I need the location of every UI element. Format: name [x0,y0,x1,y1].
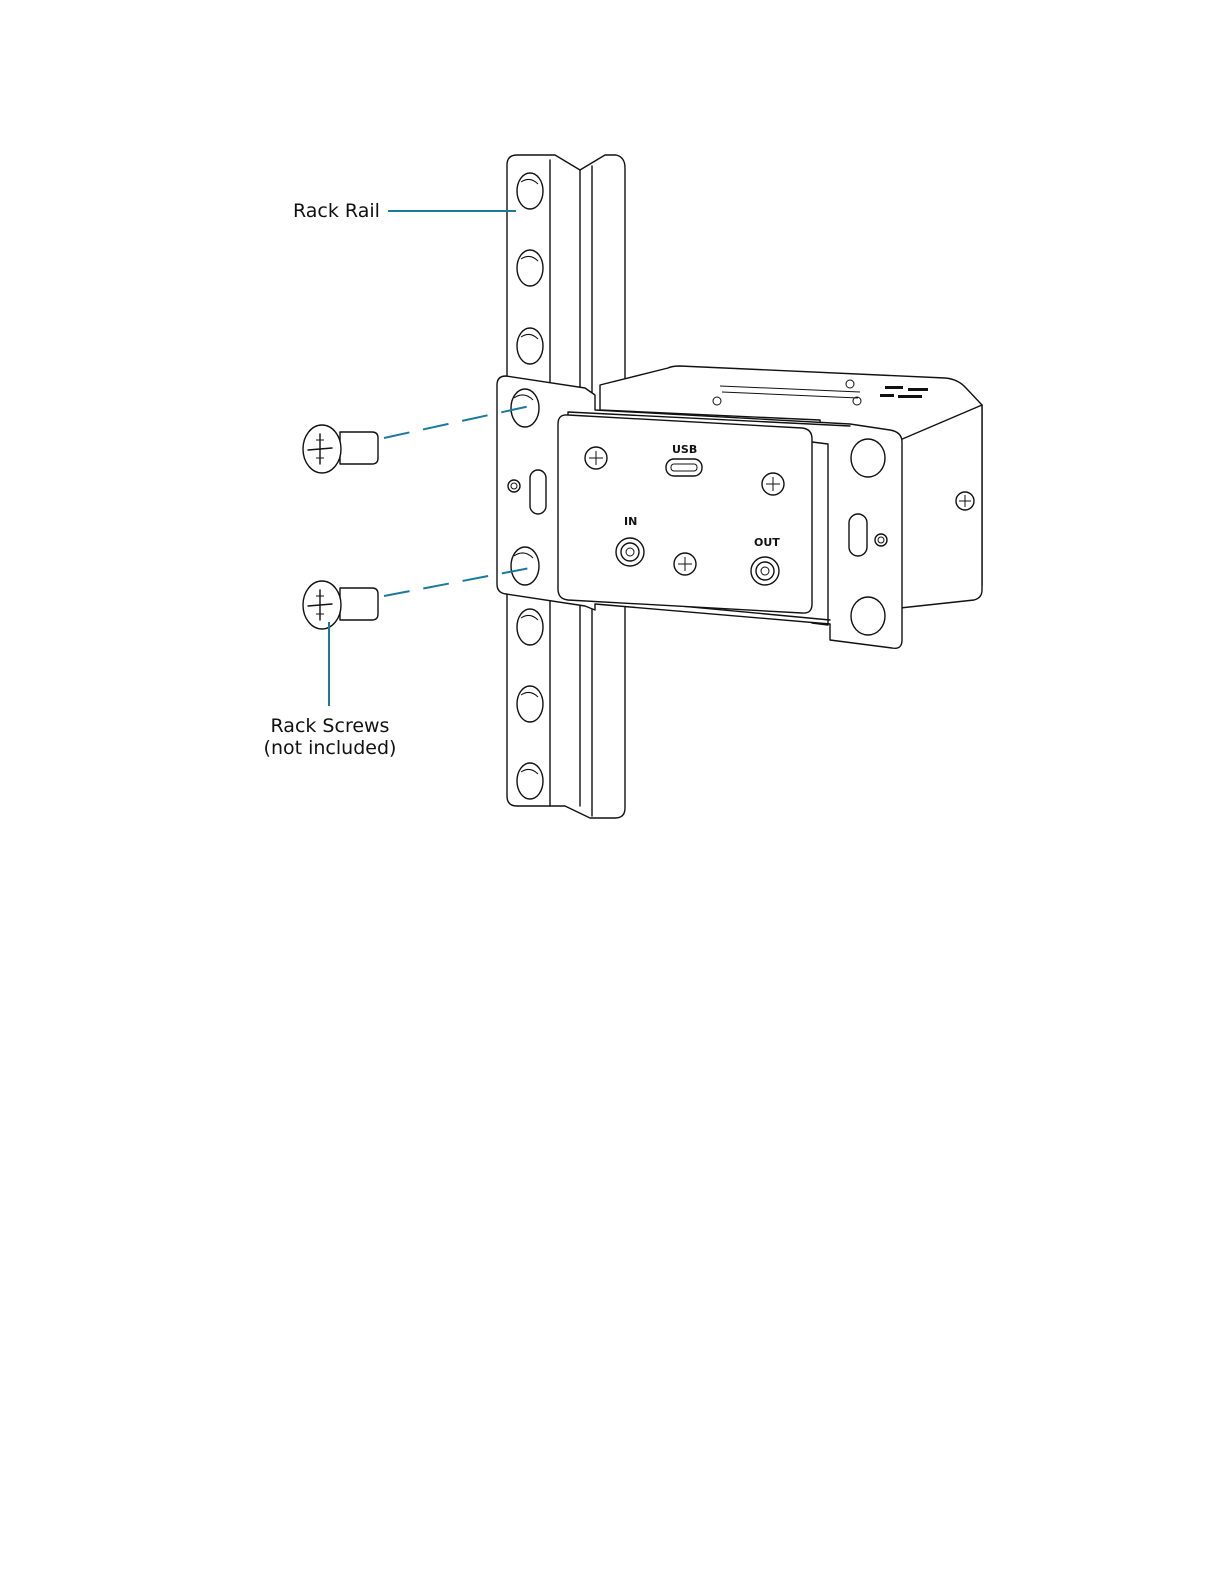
rack-screws-note: (not included) [264,737,397,759]
in-label: IN [624,515,637,528]
usb-label: USB [672,443,697,456]
rack-screws-label: Rack Screws [271,715,390,737]
out-label: OUT [754,536,780,549]
rack-screw-lower [303,581,378,629]
rack-rail-label: Rack Rail [293,200,380,222]
rack-screw-upper [303,425,378,473]
device-front-panel: USB IN OUT [558,415,812,613]
